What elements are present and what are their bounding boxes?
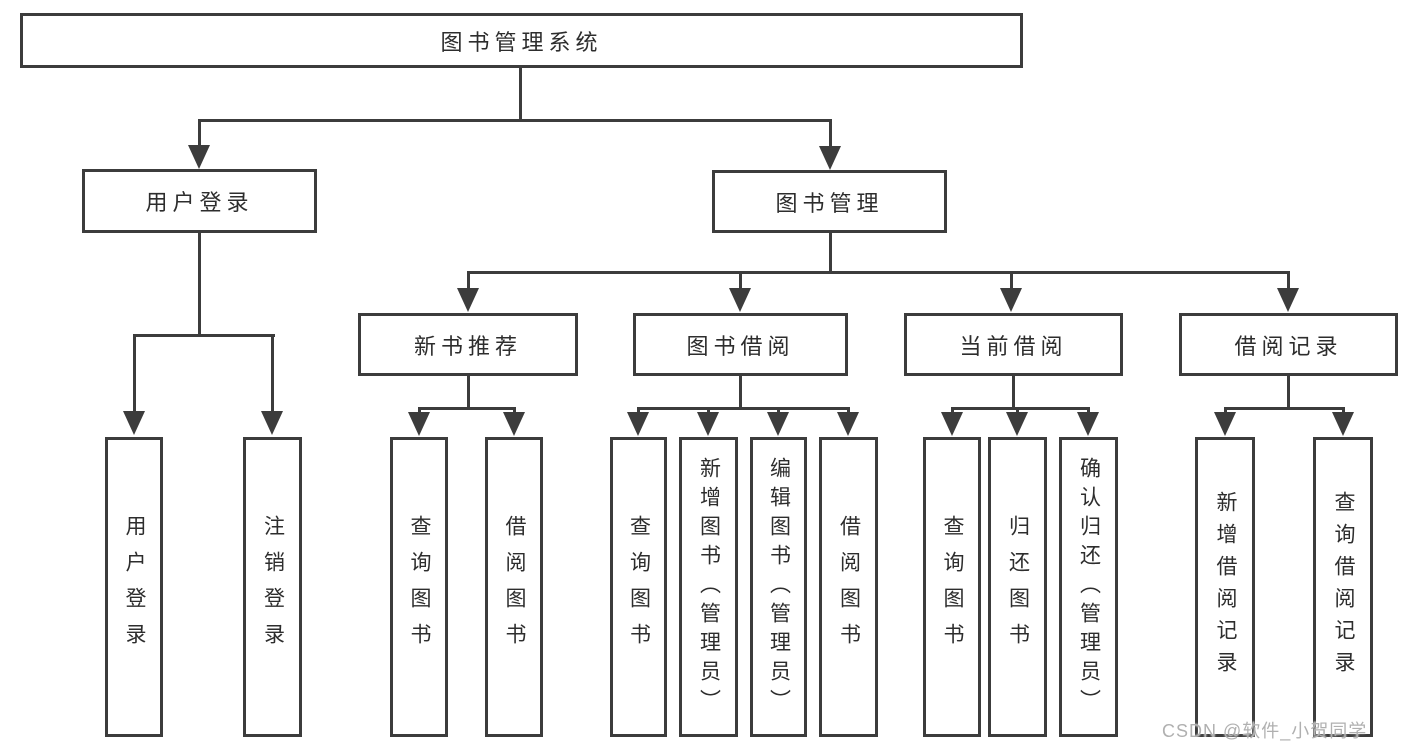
connector-bookmgmt-split [467,271,1290,274]
arrow-line [1286,271,1290,288]
arrow-to-bb-edit-books [767,407,789,436]
arrow-line [846,407,850,412]
connector-records-split [1224,407,1345,410]
connector-borrow-split [637,407,850,410]
arrow-to-br-add-record [1214,407,1236,436]
arrowhead-icon [627,412,649,436]
arrowhead-icon [1332,412,1354,436]
arrow-line [512,407,516,412]
arrow-to-logout [261,334,283,435]
arrowhead-icon [941,412,963,436]
arrowhead-icon [1277,288,1299,312]
node-user-login-group: 用户登录 [82,169,317,233]
arrowhead-icon [261,411,283,435]
arrow-to-bb-borrow-books [837,407,859,436]
node-logout: 注销登录 [243,437,302,737]
node-bb-borrow-books: 借阅图书 [819,437,878,737]
node-rec-borrow-books: 借阅图书 [485,437,543,737]
arrow-line [1223,407,1227,412]
arrowhead-icon [767,412,789,436]
arrowhead-icon [188,145,210,169]
arrow-to-user-login-group [188,119,210,169]
arrowhead-icon [729,288,751,312]
arrow-line [636,407,640,412]
arrow-line [1009,271,1013,288]
arrowhead-icon [819,146,841,170]
node-book-management: 图书管理 [712,170,947,233]
arrow-line [738,271,742,288]
connector-borrow-stem [739,376,742,409]
arrow-line [828,119,832,146]
arrow-line [1015,407,1019,412]
arrow-to-cb-query-books [941,407,963,436]
arrow-to-bb-add-books [697,407,719,436]
node-root-title: 图书管理系统 [20,13,1023,68]
arrow-line [1341,407,1345,412]
arrowhead-icon [503,412,525,436]
node-current-borrowing: 当前借阅 [904,313,1123,376]
arrow-line [950,407,954,412]
node-br-query-record: 查询借阅记录 [1313,437,1373,737]
arrow-line [466,271,470,288]
node-book-borrowing: 图书借阅 [633,313,848,376]
arrowhead-icon [457,288,479,312]
arrowhead-icon [697,412,719,436]
node-new-book-recommend: 新书推荐 [358,313,578,376]
node-bb-query-books: 查询图书 [610,437,667,737]
arrowhead-icon [1006,412,1028,436]
node-cb-query-books: 查询图书 [923,437,981,737]
arrow-line [197,119,201,145]
arrowhead-icon [1000,288,1022,312]
arrowhead-icon [1077,412,1099,436]
arrow-to-rec-borrow-books [503,407,525,436]
node-rec-query-books: 查询图书 [390,437,448,737]
arrowhead-icon [408,412,430,436]
arrow-to-book-management [819,119,841,170]
arrow-to-borrowing-records [1277,271,1299,312]
connector-records-stem [1287,376,1290,409]
node-cb-confirm-return: 确认归还（管理员） [1059,437,1118,737]
arrow-to-br-query-record [1332,407,1354,436]
csdn-watermark: CSDN @软件_小贺同学 [1162,721,1368,741]
arrow-line [132,334,136,411]
arrow-to-current-borrowing [1000,271,1022,312]
arrow-to-cb-confirm-return [1077,407,1099,436]
connector-current-stem [1012,376,1015,409]
node-borrowing-records: 借阅记录 [1179,313,1398,376]
connector-root-stem [519,68,522,121]
node-bb-edit-books: 编辑图书（管理员） [750,437,807,737]
arrow-to-cb-return-books [1006,407,1028,436]
connector-root-split [198,119,832,122]
arrowhead-icon [123,411,145,435]
arrow-line [417,407,421,412]
arrow-line [706,407,710,412]
arrow-line [270,334,274,411]
node-bb-add-books: 新增图书（管理员） [679,437,738,737]
arrow-to-book-borrowing [729,271,751,312]
arrowhead-icon [837,412,859,436]
arrow-to-user-login [123,334,145,435]
connector-bookmgmt-stem [829,233,832,273]
connector-newrec-split [418,407,516,410]
connector-current-split [951,407,1090,410]
arrow-line [776,407,780,412]
arrow-to-rec-query-books [408,407,430,436]
arrow-line [1086,407,1090,412]
node-cb-return-books: 归还图书 [988,437,1047,737]
connector-userlogin-stem [198,233,201,336]
connector-userlogin-split [133,334,275,337]
connector-newrec-stem [467,376,470,409]
arrowhead-icon [1214,412,1236,436]
arrow-to-bb-query-books [627,407,649,436]
node-br-add-record: 新增借阅记录 [1195,437,1255,737]
node-user-login: 用户登录 [105,437,163,737]
arrow-to-new-book-recommend [457,271,479,312]
